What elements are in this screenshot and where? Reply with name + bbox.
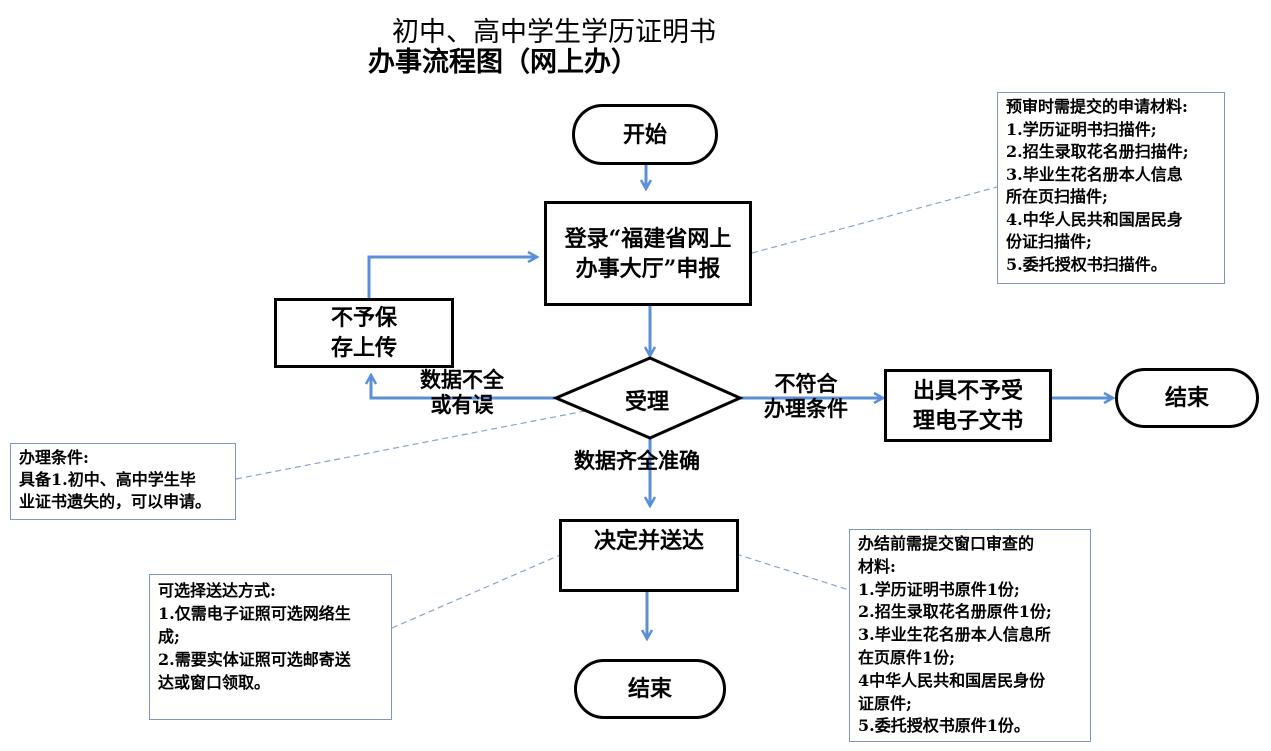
issue-reject-node: 出具不予受理电子文书 <box>884 369 1052 442</box>
end-bottom-label: 结束 <box>627 676 672 702</box>
decide-label: 决定并送达 <box>593 528 704 554</box>
arrow-reject-save-to-login <box>367 257 536 298</box>
note-line: 1.学历证明书扫描件; <box>1006 119 1157 139</box>
callout-conditions <box>235 410 586 480</box>
note-line: 所在页扫描件; <box>1006 187 1108 206</box>
note-line: 1.学历证明书原件1份; <box>858 579 1020 599</box>
note-line: 成; <box>158 627 180 646</box>
page-title-line2: 办事流程图（网上办） <box>368 47 638 78</box>
note-line: 3.毕业生花名册本人信息 <box>1006 164 1183 184</box>
edge-label-not-qualified: 不符合 办理条件 <box>764 371 848 421</box>
note-delivery-methods: 可选择送达方式: 1.仅需电子证照可选网络生 成; 2.需要实体证照可选邮寄送 … <box>149 574 392 720</box>
note-line: 2.需要实体证照可选邮寄送 <box>158 650 351 669</box>
edge-label-incomplete: 数据不全 或有误 <box>420 367 504 417</box>
reject-save-label: 不予保存上传 <box>330 305 397 361</box>
note-pre-review-materials: 预审时需提交的申请材料: 1.学历证明书扫描件; 2.招生录取花名册扫描件; 3… <box>997 92 1225 284</box>
callout-pre-review <box>751 186 998 254</box>
end-node-bottom: 结束 <box>574 659 726 719</box>
reject-save-node: 不予保存上传 <box>274 298 454 368</box>
note-line: 3.毕业生花名册本人信息所 <box>858 625 1051 645</box>
note-line: 4.中华人民共和国居民身 <box>1006 209 1183 229</box>
note-line: 业证书遗失的，可以申请。 <box>19 492 212 511</box>
note-line: 证原件; <box>858 693 912 713</box>
note-line: 1.仅需电子证照可选网络生 <box>158 604 351 623</box>
note-line: 5.委托授权书扫描件。 <box>1006 254 1167 274</box>
accept-diamond <box>552 356 744 440</box>
note-conditions: 办理条件: 具备1.初中、高中学生毕 业证书遗失的，可以申请。 <box>10 443 236 520</box>
edge-label-complete: 数据齐全准确 <box>574 448 700 473</box>
note-line: 材料: <box>858 556 896 576</box>
note-line: 4中华人民共和国居民身份 <box>858 670 1046 690</box>
note-line: 办结前需提交窗口审查的 <box>858 534 1035 553</box>
start-label: 开始 <box>622 121 667 148</box>
decide-node: 决定并送达 <box>559 519 739 592</box>
note-line: 预审时需提交的申请材料: <box>1006 97 1188 116</box>
note-line: 2.招生录取花名册原件1份; <box>858 602 1052 622</box>
issue-reject-label: 出具不予受理电子文书 <box>912 377 1023 434</box>
note-line: 份证扫描件; <box>1006 232 1092 251</box>
end-right-label: 结束 <box>1164 385 1209 411</box>
note-window-review-materials: 办结前需提交窗口审查的 材料: 1.学历证明书原件1份; 2.招生录取花名册原件… <box>849 529 1091 742</box>
page-title-line1: 初中、高中学生学历证明书 <box>392 17 716 48</box>
note-line: 办理条件: <box>19 448 89 467</box>
note-line: 可选择送达方式: <box>158 581 276 600</box>
start-node: 开始 <box>572 104 718 165</box>
login-label: 登录“福建省网上办事大厅”申报 <box>564 225 732 282</box>
callout-window-review <box>735 553 850 591</box>
accept-label: 受理 <box>625 389 670 415</box>
note-line: 5.委托授权书原件1份。 <box>858 716 1030 736</box>
callout-delivery <box>391 554 561 629</box>
note-line: 具备1.初中、高中学生毕 <box>19 470 196 489</box>
login-node: 登录“福建省网上办事大厅”申报 <box>544 201 752 306</box>
arrow-accept-to-reject-save <box>371 376 555 400</box>
end-node-right: 结束 <box>1115 368 1259 428</box>
note-line: 达或窗口领取。 <box>158 673 271 692</box>
note-line: 在页原件1份; <box>858 647 956 667</box>
note-line: 2.招生录取花名册扫描件; <box>1006 142 1189 161</box>
